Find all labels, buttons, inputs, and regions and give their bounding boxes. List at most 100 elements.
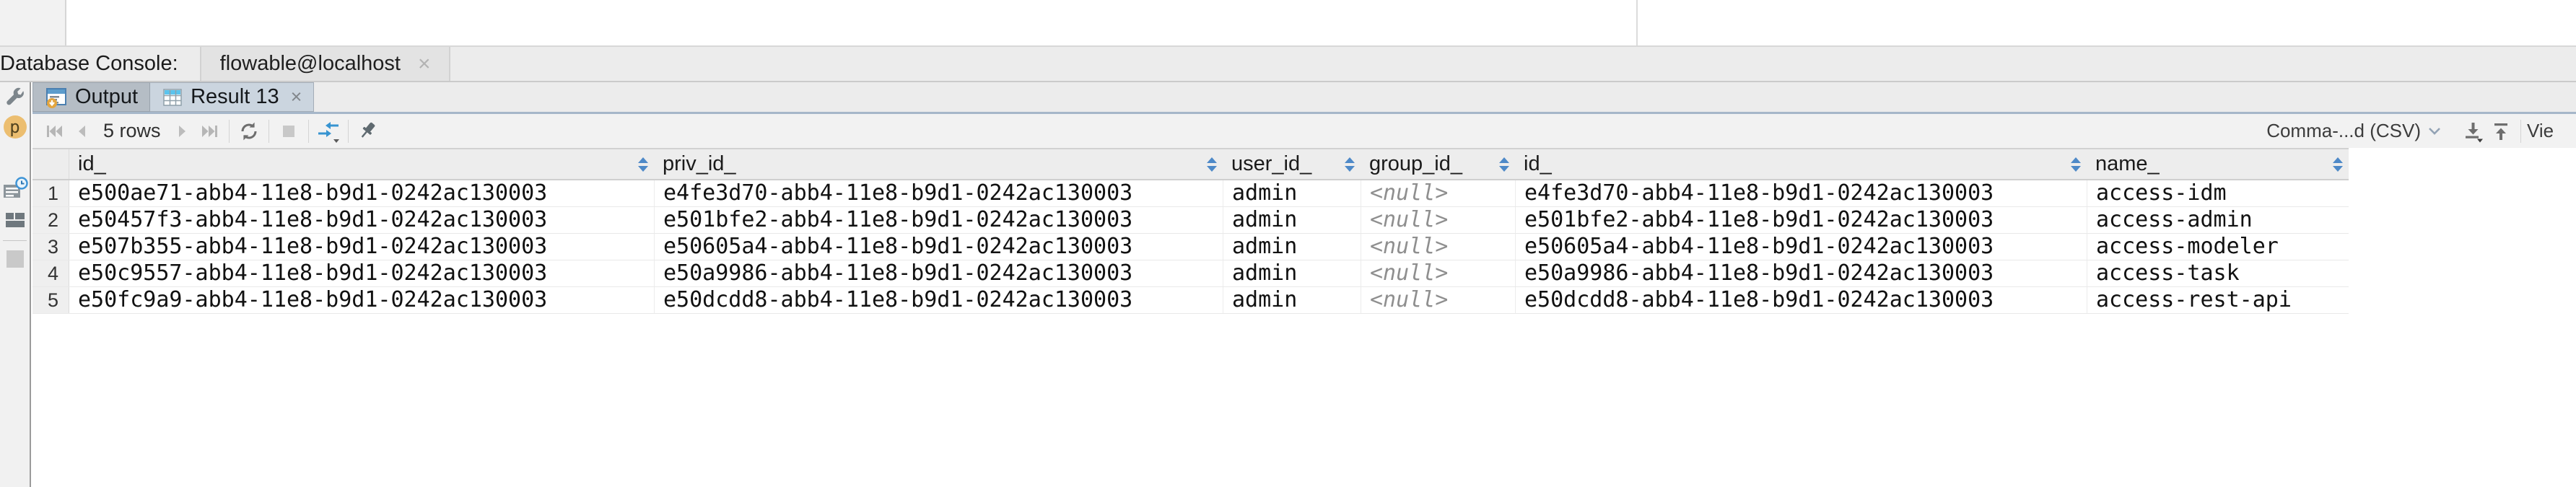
table-cell[interactable]: <null> <box>1361 260 1515 286</box>
table-cell[interactable]: e501bfe2-abb4-11e8-b9d1-0242ac130003 <box>1515 207 2087 233</box>
column-header-user-id[interactable]: user_id_ <box>1223 149 1361 179</box>
table-cell[interactable]: e50dcdd8-abb4-11e8-b9d1-0242ac130003 <box>654 287 1223 313</box>
column-header-id[interactable]: id_ <box>69 149 654 179</box>
table-cell[interactable]: access-admin <box>2087 207 2349 233</box>
table-row: 5 e50fc9a9-abb4-11e8-b9d1-0242ac130003 e… <box>32 287 2349 314</box>
export-format-label: Comma-...d (CSV) <box>2266 120 2421 141</box>
column-header-group-id[interactable]: group_id_ <box>1361 149 1515 179</box>
settings-wrench-icon[interactable] <box>3 86 27 110</box>
table-cell[interactable]: <null> <box>1361 234 1515 260</box>
p-console-icon[interactable]: p <box>3 115 27 139</box>
layout-blocks-icon[interactable] <box>4 209 26 231</box>
table-cell[interactable]: <null> <box>1361 207 1515 233</box>
table-cell[interactable]: e507b355-abb4-11e8-b9d1-0242ac130003 <box>78 234 548 259</box>
console-bar: Database Console: flowable@localhost × <box>0 45 2576 82</box>
row-number-header <box>32 149 69 179</box>
output-console-icon <box>45 86 68 109</box>
tab-output-label: Output <box>75 85 139 108</box>
table-cell[interactable]: access-task <box>2087 260 2349 286</box>
table-cell[interactable]: admin <box>1223 287 1361 313</box>
stripe-divider <box>3 240 27 241</box>
next-page-button[interactable] <box>168 118 196 145</box>
sort-icon[interactable] <box>1207 157 1217 172</box>
toolbar-divider <box>2520 119 2521 143</box>
export-format-dropdown[interactable]: Comma-...d (CSV) <box>2266 120 2442 142</box>
previous-page-button[interactable] <box>69 118 96 145</box>
console-tab-title: flowable@localhost <box>219 52 401 75</box>
stop-button[interactable] <box>275 118 302 145</box>
editor-gutter <box>0 0 66 45</box>
result-panel: Output Result 13 × <box>32 82 2576 487</box>
stripe-square-icon[interactable] <box>6 250 24 268</box>
table-row: 1 e500ae71-abb4-11e8-b9d1-0242ac130003 e… <box>32 180 2349 207</box>
row-number-cell[interactable]: 2 <box>32 207 69 233</box>
table-cell[interactable]: e50dcdd8-abb4-11e8-b9d1-0242ac130003 <box>1515 287 2087 313</box>
row-number-cell[interactable]: 1 <box>32 180 69 206</box>
next-page-icon <box>178 125 185 137</box>
stop-icon <box>282 125 294 137</box>
row-number-cell[interactable]: 4 <box>32 260 69 286</box>
editor-margin-guide <box>1636 0 1638 45</box>
column-header-priv-id[interactable]: priv_id_ <box>654 149 1223 179</box>
history-document-icon[interactable] <box>2 177 28 201</box>
table-cell[interactable]: e50605a4-abb4-11e8-b9d1-0242ac130003 <box>654 234 1223 260</box>
table-cell[interactable]: admin <box>1223 180 1361 206</box>
table-cell[interactable]: e50457f3-abb4-11e8-b9d1-0242ac130003 <box>78 207 548 232</box>
tab-result-13[interactable]: Result 13 × <box>150 82 315 112</box>
download-icon <box>2466 122 2483 142</box>
tab-output[interactable]: Output <box>32 82 151 112</box>
close-icon[interactable]: × <box>290 86 302 108</box>
table-row: 3 e507b355-abb4-11e8-b9d1-0242ac130003 e… <box>32 234 2349 260</box>
table-cell[interactable]: e50c9557-abb4-11e8-b9d1-0242ac130003 <box>78 260 548 286</box>
previous-page-icon <box>79 125 85 137</box>
table-cell[interactable]: e50a9986-abb4-11e8-b9d1-0242ac130003 <box>1515 260 2087 286</box>
compare-button[interactable] <box>315 118 342 145</box>
sort-icon[interactable] <box>2071 157 2081 172</box>
download-button[interactable] <box>2460 118 2487 145</box>
table-grid-icon <box>162 87 183 108</box>
table-cell[interactable]: e501bfe2-abb4-11e8-b9d1-0242ac130003 <box>654 207 1223 233</box>
view-label[interactable]: Vie <box>2527 120 2554 141</box>
table-cell[interactable]: access-modeler <box>2087 234 2349 260</box>
pin-button[interactable] <box>354 118 382 145</box>
last-page-button[interactable] <box>196 118 223 145</box>
pin-icon <box>361 122 375 138</box>
table-cell[interactable]: <null> <box>1361 287 1515 313</box>
close-icon[interactable]: × <box>417 51 431 76</box>
upload-icon <box>2494 123 2507 140</box>
toolbar-right-group: Comma-...d (CSV) <box>2266 118 2576 145</box>
table-cell[interactable]: admin <box>1223 260 1361 286</box>
table-cell[interactable]: e4fe3d70-abb4-11e8-b9d1-0242ac130003 <box>1515 180 2087 206</box>
data-grid: id_ priv_id_ user_id_ group_id_ <box>32 148 2349 314</box>
grid-header-row: id_ priv_id_ user_id_ group_id_ <box>32 148 2349 180</box>
table-cell[interactable]: admin <box>1223 207 1361 233</box>
sort-icon[interactable] <box>2333 157 2343 172</box>
first-page-button[interactable] <box>41 118 69 145</box>
reload-button[interactable] <box>235 118 263 145</box>
table-cell[interactable]: access-rest-api <box>2087 287 2349 313</box>
table-cell[interactable]: admin <box>1223 234 1361 260</box>
console-tab-flowable[interactable]: flowable@localhost × <box>199 47 451 81</box>
table-cell[interactable]: <null> <box>1361 180 1515 206</box>
compare-icon <box>318 121 339 143</box>
sort-icon[interactable] <box>638 157 648 172</box>
table-cell[interactable]: e500ae71-abb4-11e8-b9d1-0242ac130003 <box>78 180 548 206</box>
table-cell[interactable]: e50a9986-abb4-11e8-b9d1-0242ac130003 <box>654 260 1223 286</box>
table-cell[interactable]: e4fe3d70-abb4-11e8-b9d1-0242ac130003 <box>654 180 1223 206</box>
row-number-cell[interactable]: 3 <box>32 234 69 260</box>
column-header-name[interactable]: name_ <box>2087 149 2349 179</box>
editor-area <box>0 0 2576 45</box>
upload-button[interactable] <box>2487 118 2515 145</box>
column-header-id-2[interactable]: id_ <box>1515 149 2087 179</box>
result-tabs-row: Output Result 13 × <box>32 82 2576 112</box>
toolbar-divider <box>268 119 269 143</box>
toolbar-divider <box>307 119 309 143</box>
chevron-down-icon <box>2429 127 2440 135</box>
table-cell[interactable]: e50605a4-abb4-11e8-b9d1-0242ac130003 <box>1515 234 2087 260</box>
sort-icon[interactable] <box>1499 157 1509 172</box>
row-number-cell[interactable]: 5 <box>32 287 69 313</box>
table-cell[interactable]: e50fc9a9-abb4-11e8-b9d1-0242ac130003 <box>78 287 548 312</box>
sort-icon[interactable] <box>1345 157 1355 172</box>
table-cell[interactable]: access-idm <box>2087 180 2349 206</box>
